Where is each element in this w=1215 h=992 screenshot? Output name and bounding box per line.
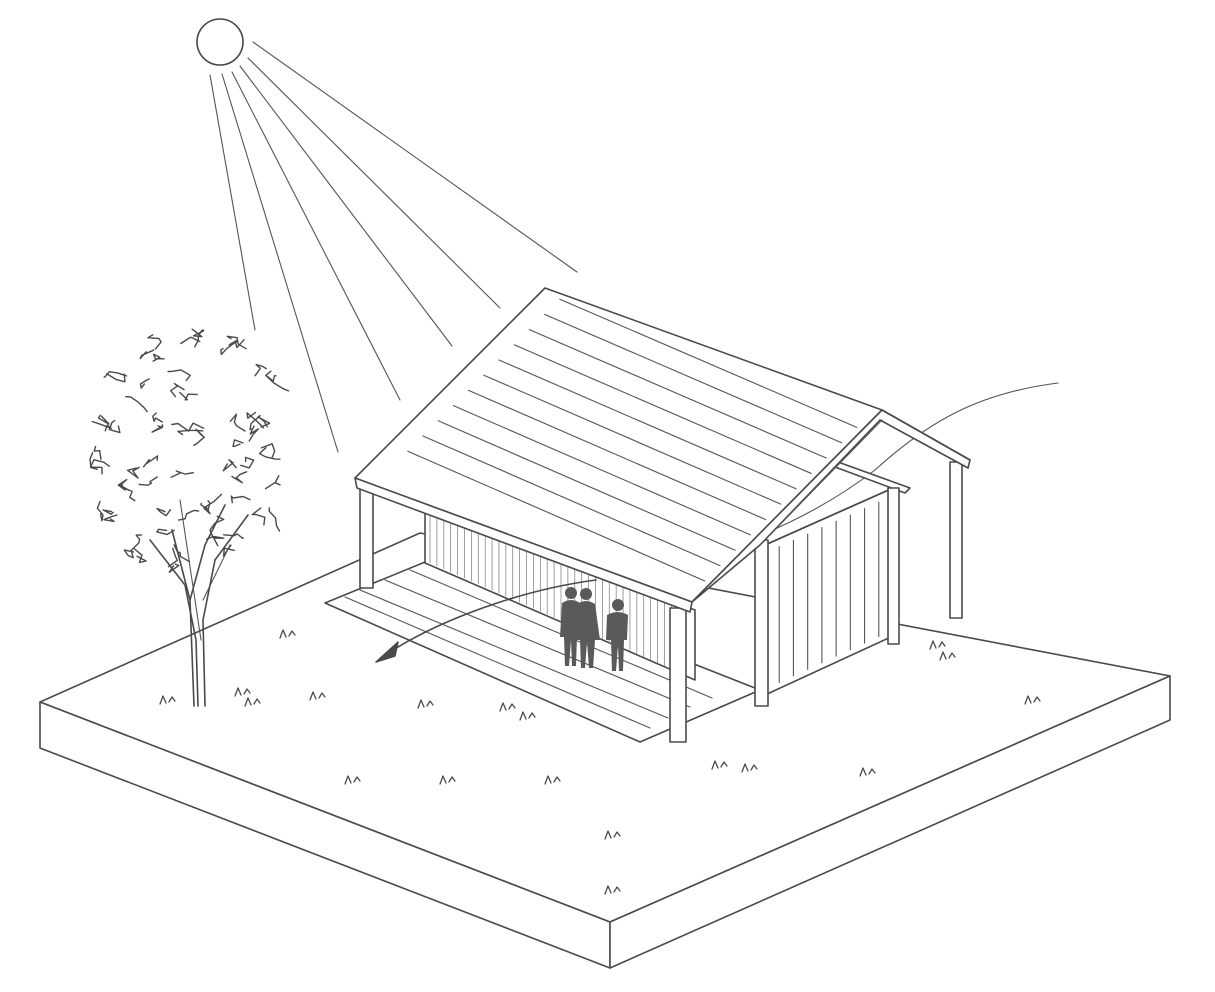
person-2 [575,588,600,668]
people [560,587,628,671]
tree-foliage [89,328,290,573]
airflow-arrow [375,579,597,663]
person-3 [606,599,628,671]
grass [159,629,1041,895]
tree [89,328,290,707]
roof [354,287,971,613]
posts [359,461,963,743]
sun-rays [209,41,578,453]
person-1 [560,587,581,666]
sun [196,18,244,66]
